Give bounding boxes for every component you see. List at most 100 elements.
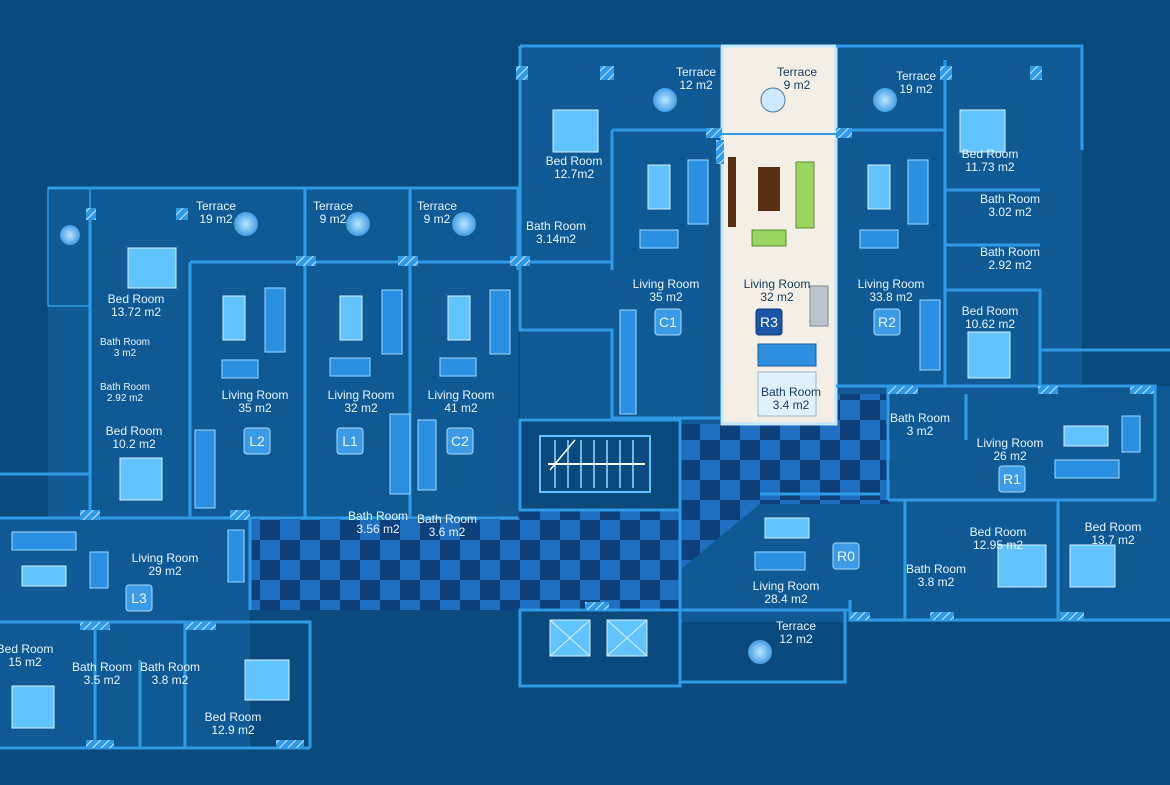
unit-badge-label: R0 — [837, 548, 855, 564]
room-name: Bed Room — [970, 525, 1027, 539]
unit-badge-label: L3 — [131, 590, 147, 606]
room-area: 3.8 m2 — [918, 575, 955, 589]
room-name: Terrace — [313, 199, 353, 213]
room-name: Terrace — [196, 199, 236, 213]
room-area: 3.02 m2 — [988, 205, 1032, 219]
unit-badge-r1[interactable]: R1 — [998, 465, 1026, 493]
unit-badge-bg — [755, 308, 783, 336]
room-area: 3 m2 — [907, 424, 934, 438]
room-area: 9 m2 — [320, 212, 347, 226]
room-area: 3.5 m2 — [84, 673, 121, 687]
room-name: Bed Room — [108, 292, 165, 306]
room-name: Terrace — [676, 65, 716, 79]
r3-table — [758, 167, 780, 211]
room-name: Bed Room — [1085, 520, 1142, 534]
unit-badge-c2[interactable]: C2 — [446, 427, 474, 455]
unit-badge-bg — [243, 427, 271, 455]
room-name: Living Room — [744, 277, 811, 291]
room-area: 3.8 m2 — [152, 673, 189, 687]
walls — [0, 44, 1170, 750]
room-name: Bath Room — [980, 192, 1040, 206]
unit-badge-bg — [125, 584, 153, 612]
corridor-center — [680, 424, 890, 504]
room-area: 10.62 m2 — [965, 317, 1015, 331]
unit-badge-label: R3 — [760, 314, 778, 330]
unit-badge-label: C1 — [659, 314, 677, 330]
unit-badge-r3[interactable]: R3 — [755, 308, 783, 336]
unit-badge-label: L2 — [249, 433, 265, 449]
columns — [80, 66, 1154, 748]
room-name: Bed Room — [962, 304, 1019, 318]
unit-badge-bg — [654, 308, 682, 336]
room-area: 35 m2 — [238, 401, 272, 415]
room-area: 10.2 m2 — [112, 437, 156, 451]
unit-badge-l3[interactable]: L3 — [125, 584, 153, 612]
room-area: 9 m2 — [784, 78, 811, 92]
room-area: 2.92 m2 — [107, 393, 144, 404]
room-name: Bath Room — [526, 219, 586, 233]
unit-badge-r0[interactable]: R0 — [832, 542, 860, 570]
room-name: Living Room — [428, 388, 495, 402]
unit-badge-r2[interactable]: R2 — [873, 308, 901, 336]
unit-badge-l2[interactable]: L2 — [243, 427, 271, 455]
room-area: 26 m2 — [993, 449, 1027, 463]
unit-badge-c1[interactable]: C1 — [654, 308, 682, 336]
room-area: 11.73 m2 — [965, 160, 1014, 174]
room-name: Terrace — [417, 199, 457, 213]
room-name: Terrace — [777, 65, 817, 79]
room-name: Bed Room — [205, 710, 262, 724]
corridor-mid — [520, 510, 680, 610]
room-name: Bath Room — [417, 512, 477, 526]
stairwell — [518, 418, 682, 512]
room-area: 35 m2 — [649, 290, 683, 304]
corridors — [250, 394, 890, 610]
unit-badge-label: L1 — [342, 433, 358, 449]
room-name: Bath Room — [348, 509, 408, 523]
room-name: Bath Room — [72, 660, 132, 674]
room-name: Bath Room — [100, 382, 150, 393]
room-area: 41 m2 — [444, 401, 478, 415]
room-name: Living Room — [858, 277, 925, 291]
room-area: 29 m2 — [148, 564, 182, 578]
room-area: 2.92 m2 — [988, 258, 1032, 272]
room-name: Bath Room — [100, 337, 150, 348]
room-name: Bath Room — [890, 411, 950, 425]
room-name: Living Room — [977, 436, 1044, 450]
room-name: Bed Room — [962, 147, 1019, 161]
room-name: Bed Room — [106, 424, 163, 438]
room-name: Bath Room — [761, 385, 821, 399]
room-name: Living Room — [633, 277, 700, 291]
unit-badge-bg — [873, 308, 901, 336]
unit-badge-bg — [446, 427, 474, 455]
room-area: 12.95 m2 — [973, 538, 1023, 552]
room-area: 3.14m2 — [536, 232, 576, 246]
unit-badge-l1[interactable]: L1 — [336, 427, 364, 455]
room-area: 28.4 m2 — [764, 592, 808, 606]
